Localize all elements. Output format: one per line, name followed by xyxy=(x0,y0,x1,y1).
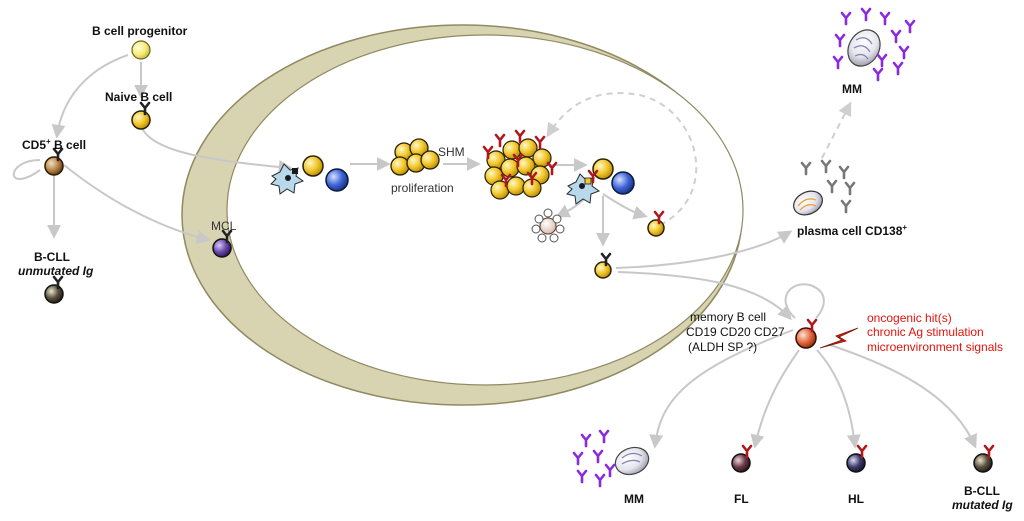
t-cell-icon xyxy=(325,168,349,192)
label-cd5-b-cell: CD5+ B cell xyxy=(22,135,86,152)
label-memory-line3: (ALDH SP ?) xyxy=(688,340,758,354)
b-cll-mutated-cell xyxy=(973,444,995,473)
naive-b-cell xyxy=(131,101,151,130)
label-hl: HL xyxy=(848,492,864,506)
label-cd5-sup: + xyxy=(46,137,51,146)
label-plasma-sup: + xyxy=(902,223,908,232)
mcl-cell xyxy=(212,229,233,258)
hl-cell xyxy=(846,444,868,473)
mm-plasma-cell-bottom xyxy=(614,446,650,476)
label-fl: FL xyxy=(734,492,749,506)
label-hit1: oncogenic hit(s) xyxy=(867,311,952,325)
label-memory-line1: memory B cell xyxy=(690,310,767,324)
label-cd5: CD5 xyxy=(22,138,47,152)
memory-b-cell xyxy=(795,318,818,349)
antibody-icons-purple-bottom xyxy=(572,429,616,488)
proliferation-cluster xyxy=(390,138,440,176)
label-mm-top: MM xyxy=(842,82,862,96)
plasma-cell-icon xyxy=(793,190,823,216)
label-hit3: microenvironment signals xyxy=(867,340,1004,354)
t-cell-icon-right xyxy=(611,171,635,195)
fl-cell xyxy=(731,444,753,473)
exiting-b-cell xyxy=(594,252,612,279)
label-b-cll-left: B-CLL xyxy=(34,250,70,264)
recycling-b-cell xyxy=(647,210,665,237)
label-mutated-ig: mutated Ig xyxy=(952,498,1013,512)
label-mm-bottom: MM xyxy=(624,492,644,506)
label-hit2: chronic Ag stimulation xyxy=(867,325,984,339)
cd5-b-cell xyxy=(44,147,64,176)
label-cd5-suffix: B cell xyxy=(50,138,87,152)
dendritic-cell-icon xyxy=(270,163,305,195)
label-plasma-cell-text: plasma cell CD138 xyxy=(797,224,903,238)
label-proliferation: proliferation xyxy=(391,181,454,195)
label-naive-b-cell: Naive B cell xyxy=(105,90,173,104)
b-cell-icon xyxy=(302,155,324,177)
mm-plasma-cell-top xyxy=(847,29,881,67)
label-plasma-cell: plasma cell CD138+ xyxy=(797,221,907,238)
macrophage-icon xyxy=(531,208,565,243)
dendritic-cell-icon-right xyxy=(566,173,601,205)
label-b-cll-right: B-CLL xyxy=(964,484,1000,498)
dashed-arrows xyxy=(546,92,852,226)
label-shm: SHM xyxy=(438,145,465,159)
progenitor-cell xyxy=(131,40,151,60)
b-cll-unmutated-cell xyxy=(44,275,64,304)
label-b-cell-progenitor: B cell progenitor xyxy=(92,24,188,38)
germinal-center-follicle xyxy=(181,24,744,406)
lightning-icon xyxy=(819,327,859,349)
pathway-arrows xyxy=(12,54,977,449)
selected-b-cell xyxy=(587,158,614,184)
label-memory-line2: CD19 CD20 CD27 xyxy=(686,325,785,339)
label-mcl: MCL xyxy=(211,219,237,233)
label-unmutated-ig: unmutated Ig xyxy=(18,264,94,278)
